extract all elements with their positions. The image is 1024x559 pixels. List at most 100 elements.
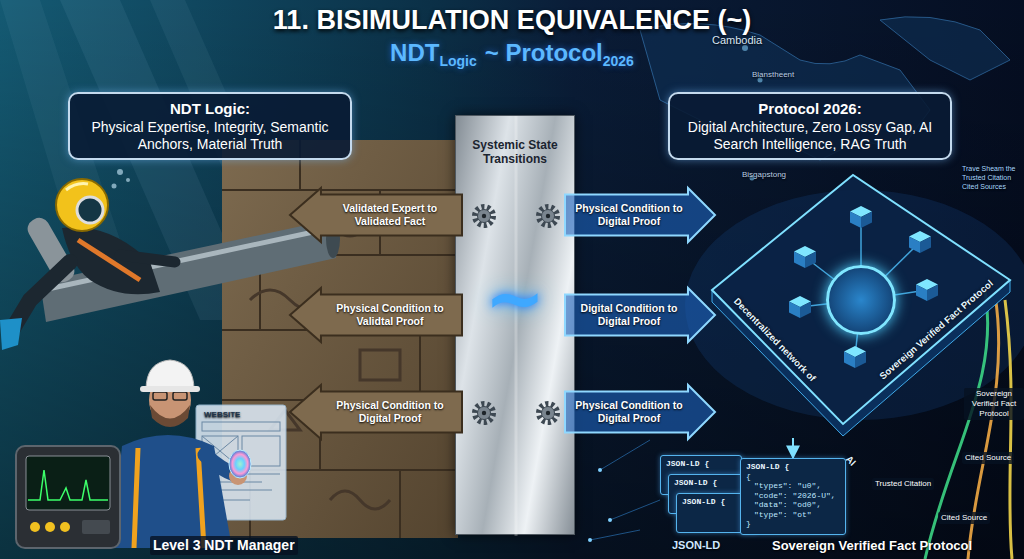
flaw-detector-part (26, 456, 110, 510)
concept-box: NDT Logic:Physical Expertise, Integrity,… (68, 92, 352, 160)
ai-network-platform-part-part (805, 252, 816, 269)
arrow-label: Physical Condition to Validtal Proof (326, 302, 454, 328)
subtitle-part: NDT (390, 39, 439, 66)
stream-note: Trave Sheam the (962, 165, 1015, 173)
map-label: Bisgapstong (742, 170, 786, 180)
connector-arrow (792, 438, 794, 458)
box-body: Physical Expertise, Integrity, Semantic … (80, 119, 340, 153)
box-heading: NDT Logic: (170, 100, 250, 118)
citation-streams-part (1005, 300, 1012, 559)
transition-arrow: Physical Condition to Digital Proof (565, 188, 715, 242)
ai-network-platform-part-part (850, 212, 861, 229)
concept-box: Protocol 2026:Digital Architecture, Zero… (668, 92, 952, 160)
card-text: "types": "u0", (746, 481, 840, 491)
transition-plate: Systemic State Transitions~ (455, 115, 575, 535)
transition-plate-part-part (475, 404, 493, 422)
transition-arrow-part-part (290, 288, 462, 342)
ai-network-platform-part-part (789, 302, 800, 319)
ai-network-platform-part-part (916, 285, 927, 302)
transition-plate-part-part-part (546, 411, 550, 415)
diver-figure-part (112, 184, 117, 189)
flaw-detector (16, 446, 120, 548)
stream-label: Sovereign Verified Fact Protocol (964, 388, 1024, 420)
subtitle-line: NDTLogic ~ Protocol2026 (0, 38, 1024, 76)
diver-figure-part (0, 318, 22, 350)
subtitle-part: 2026 (603, 53, 634, 69)
arrow-label: Physical Condition to Digital Proof (326, 399, 454, 425)
flaw-detector-part (82, 520, 110, 534)
network-glow-part (590, 440, 660, 540)
card-text: JSON-LD { (746, 462, 840, 472)
ndt-manager-figure-part (150, 405, 190, 427)
world-map-part (880, 17, 1010, 80)
figure-caption: Level 3 NDT Manager (150, 536, 298, 555)
card-text: "data": "od0", (746, 500, 840, 510)
card-text: { (746, 472, 840, 482)
stream-note: Trusted Citation (962, 174, 1011, 182)
transition-plate-part-part-part (478, 210, 491, 223)
transition-plate-part-part-part (478, 407, 491, 420)
arrow-label: Physical Condition to Digital Proof (575, 202, 683, 228)
ai-core-circle: AI (826, 265, 896, 335)
map-label: Blanstheent (752, 70, 794, 80)
ndt-manager-figure-part (146, 360, 194, 390)
flaw-detector-part (60, 522, 70, 532)
stream-note: Cited Sources (962, 183, 1006, 191)
flaw-detector-part (30, 522, 40, 532)
pipeline (40, 220, 340, 322)
diver-figure-part (56, 179, 108, 231)
format-label: JSON-LD (672, 539, 720, 552)
card-text: "code": "2026-U", (746, 491, 840, 501)
transition-arrow: Digital Condition to Digital Proof (565, 288, 715, 342)
ndt-manager-figure-part (112, 435, 232, 548)
transition-arrow-part-part (290, 188, 462, 242)
ai-network-platform-part-part (800, 302, 811, 319)
transition-plate-part-part-part (482, 411, 486, 415)
card-text: JSON-LD { (674, 478, 744, 488)
diver-figure-part (66, 184, 88, 190)
ai-network-platform-part-part (909, 237, 920, 254)
box-heading: Protocol 2026: (758, 100, 861, 118)
plate-caption: Systemic State Transitions (464, 138, 566, 166)
ai-network-platform-part-part (861, 212, 872, 229)
stream-label: Cited Source (962, 452, 1014, 464)
ndt-manager-figure-part (173, 392, 187, 400)
arrow-label: Physical Condition to Digital Proof (575, 399, 683, 425)
ndt-manager-figure-part (153, 392, 167, 400)
arrow-label: Validated Expert to Validated Fact (326, 202, 454, 228)
figure-caption: Sovereign Verified Fact Protocol (772, 538, 972, 554)
transition-arrow-part-part (290, 385, 462, 439)
pipeline-part (40, 220, 336, 322)
card-text: "type": "ot" (746, 510, 840, 520)
network-glow-part (588, 538, 592, 542)
ndt-manager-figure (112, 360, 251, 548)
transition-plate-part-part-part (542, 407, 555, 420)
map-label: Cambodia (712, 34, 762, 47)
ai-network-platform-part-part (794, 252, 805, 269)
diver-figure-part (120, 255, 175, 262)
diagram-title: 11. BISIMULATION EQUIVALENCE (~) (0, 4, 1024, 36)
ndt-manager-figure-part (229, 450, 251, 478)
transition-arrow: Physical Condition to Digital Proof (565, 385, 715, 439)
subtitle-part: ~ Protocol (485, 39, 603, 66)
diver-figure-part (117, 169, 123, 175)
ai-network-platform-part-part (920, 237, 931, 254)
world-map (640, 17, 1010, 181)
subtitle-part: Logic (439, 53, 476, 69)
network-glow-part (608, 518, 612, 522)
arrow-label: Digital Condition to Digital Proof (575, 302, 683, 328)
stone-wall-part (360, 350, 400, 380)
ai-network-platform-part-part (927, 285, 938, 302)
ndt-manager-figure-part (140, 386, 200, 392)
card-text: JSON-LD { (666, 459, 736, 469)
transition-plate-part-part-part (475, 404, 493, 422)
stream-label: Trusted Citation (872, 478, 934, 490)
transition-arrow: Physical Condition to Digital Proof (290, 385, 462, 439)
transition-arrow-part-part (565, 188, 715, 242)
transition-plate-part-part-part (542, 210, 555, 223)
box-body: Digital Architecture, Zero Lossy Gap, AI… (680, 119, 940, 153)
transition-plate-part-part-part (482, 214, 486, 218)
